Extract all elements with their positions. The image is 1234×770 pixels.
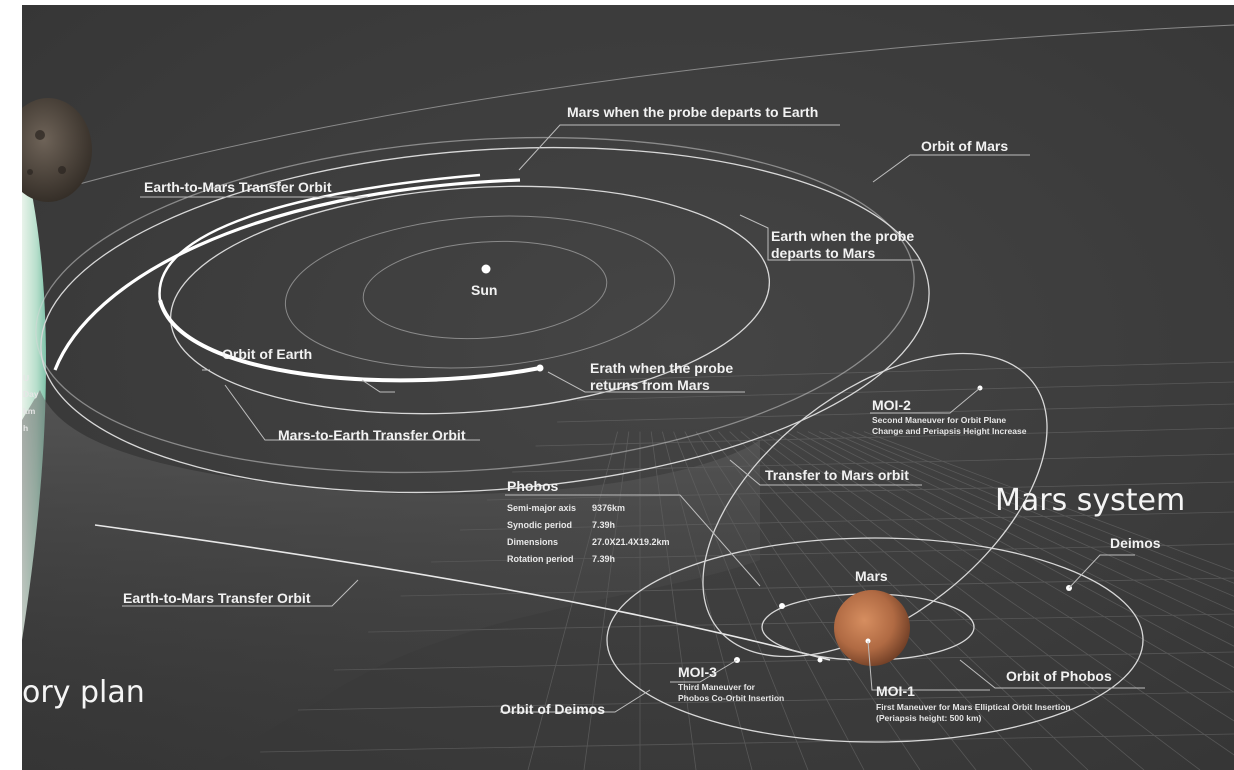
label-earth-departs-mars-1: Earth when the probe — [771, 228, 914, 244]
label-trajectory-plan-fragment: ory plan — [22, 675, 145, 710]
label-erath-returns-2: returns from Mars — [590, 377, 710, 393]
label-mars-system: Mars system — [995, 483, 1185, 518]
label-mars-to-earth-transfer: Mars-to-Earth Transfer Orbit — [278, 427, 466, 443]
left-fragment-3: h — [23, 423, 28, 433]
mars-to-earth-transfer-path — [158, 299, 541, 383]
label-earth-to-mars-transfer-bottom: Earth-to-Mars Transfer Orbit — [123, 590, 311, 606]
label-moi1-title: MOI-1 — [876, 683, 915, 699]
phobos-table-key: Semi-major axis — [507, 503, 576, 513]
phobos-table-key: Synodic period — [507, 520, 572, 530]
label-deimos: Deimos — [1110, 535, 1161, 551]
label-moi3-line1: Third Maneuver for — [678, 682, 756, 692]
phobos-table-value: 9376km — [592, 503, 625, 513]
label-phobos: Phobos — [507, 478, 559, 494]
label-moi2-line1: Second Maneuver for Orbit Plane — [872, 415, 1006, 425]
leader-lines — [122, 124, 1145, 713]
orbit-of-mars-inner-edge — [35, 136, 915, 474]
label-earth-departs-mars-2: departs to Mars — [771, 245, 875, 261]
mars-body — [834, 590, 910, 666]
label-orbit-of-phobos: Orbit of Phobos — [1006, 668, 1112, 684]
orbit-of-deimos — [606, 537, 1144, 743]
phobos-table-value: 7.39h — [592, 554, 615, 564]
phobos-table-key: Dimensions — [507, 537, 558, 547]
label-orbit-of-earth: Orbit of Earth — [222, 346, 312, 362]
mars-to-earth-transfer-upper — [158, 173, 481, 301]
label-moi2-title: MOI-2 — [872, 397, 911, 413]
sun-dot — [481, 264, 491, 274]
left-edge-fragments: U Day km h — [23, 373, 39, 433]
earth-to-mars-transfer-path — [53, 178, 521, 371]
phobos-body — [22, 98, 92, 202]
label-earth-to-mars-transfer-top: Earth-to-Mars Transfer Orbit — [144, 179, 332, 195]
earth-return-dot — [536, 364, 544, 372]
left-fragment-2: km — [23, 406, 36, 416]
phobos-table-value: 27.0X21.4X19.2km — [592, 537, 670, 547]
label-orbit-of-mars: Orbit of Mars — [921, 138, 1008, 154]
label-moi1-line2: (Periapsis height: 500 km) — [876, 713, 982, 723]
label-moi2-line2: Change and Periapsis Height Increase — [872, 426, 1027, 436]
label-erath-returns-1: Erath when the probe — [590, 360, 733, 376]
label-moi3-line2: Phobos Co-Orbit Insertion — [678, 693, 784, 703]
phobos-position-dot — [779, 603, 785, 609]
transfer-arrival-dot — [817, 657, 823, 663]
moi-elliptical-orbit — [702, 352, 1048, 658]
label-sun: Sun — [471, 282, 497, 298]
orbit-mercury — [362, 240, 608, 340]
phobos-table-value: 7.39h — [592, 520, 615, 530]
label-mars: Mars — [855, 568, 888, 584]
mars-orbit-far-arc — [39, 24, 1234, 196]
left-fragment-1: Day — [23, 389, 39, 399]
phobos-table-key: Rotation period — [507, 554, 574, 564]
orbit-plane-shadow — [22, 390, 760, 770]
earth-to-mars-arrival-line — [94, 524, 831, 661]
label-moi1-line1: First Maneuver for Mars Elliptical Orbit… — [876, 702, 1071, 712]
orbit-venus — [284, 215, 676, 369]
left-fragment-0: U — [23, 373, 29, 383]
label-moi3-title: MOI-3 — [678, 664, 717, 680]
label-mars-departs-earth: Mars when the probe departs to Earth — [567, 104, 818, 120]
label-orbit-of-deimos: Orbit of Deimos — [500, 701, 605, 717]
orbit-of-mars — [40, 146, 930, 494]
label-transfer-to-mars-orbit: Transfer to Mars orbit — [765, 467, 909, 483]
